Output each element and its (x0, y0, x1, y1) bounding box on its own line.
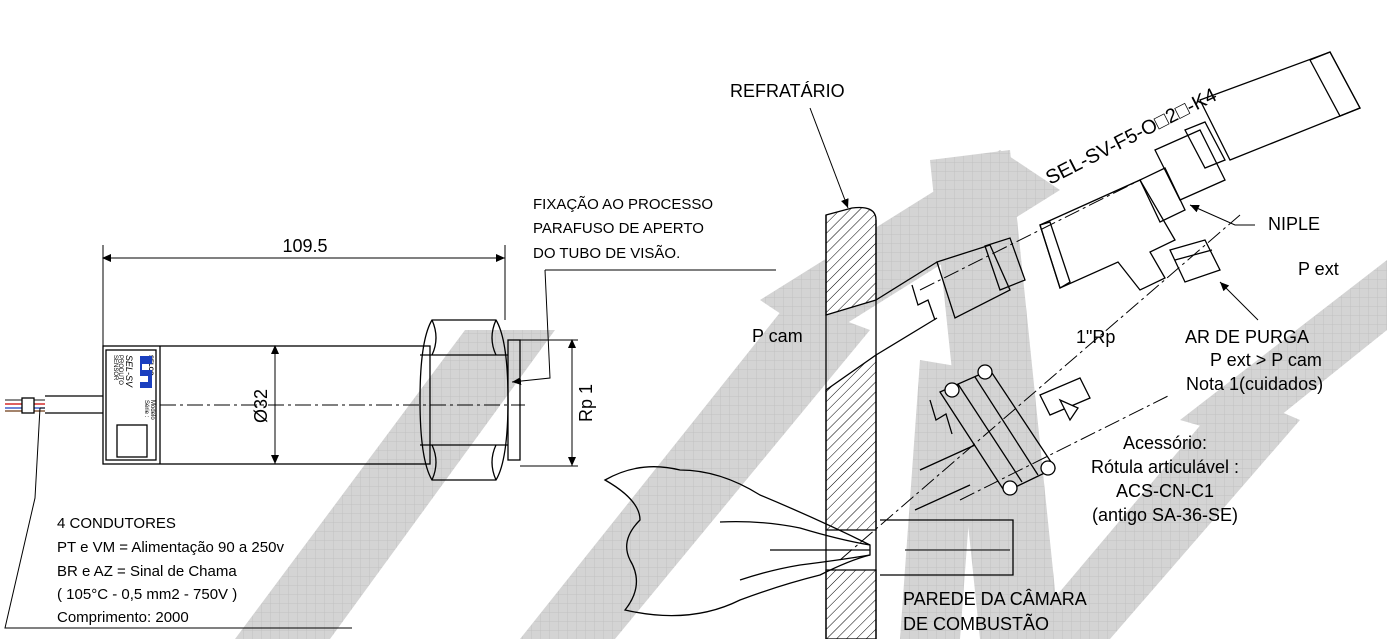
cable-note-line1: 4 CONDUTORES (57, 515, 176, 532)
purge-line3: Nota 1(cuidados) (1186, 374, 1323, 394)
swivel-accessory (939, 364, 1091, 496)
label-brand: SELCO (147, 355, 153, 376)
p-ext-label: P ext (1298, 259, 1339, 279)
y-fitting (1039, 179, 1176, 291)
installation-view (603, 51, 1361, 639)
rp-label: 1"Rp (1076, 327, 1115, 347)
cable-note-line4: ( 105°C - 0,5 mm2 - 750V ) (57, 586, 237, 603)
fixation-note-line3: DO TUBO DE VISÃO. (533, 245, 680, 262)
accessory-line1: Acessório: (1123, 433, 1207, 453)
wall-line1: PAREDE DA CÂMARA (903, 589, 1087, 609)
purge-line2: P ext > P cam (1210, 350, 1322, 370)
label-line1: PRODUTO (117, 355, 123, 385)
cable (5, 395, 103, 414)
sensor-tube (1199, 51, 1361, 161)
wall-line2: DE COMBUSTÃO (903, 613, 1049, 634)
accessory-line2: Rótula articulável : (1091, 457, 1239, 477)
sensor-side-view (4, 245, 776, 629)
purge-note: AR DE PURGA P ext > P cam Nota 1(cuidado… (1185, 327, 1323, 394)
label-model: SEL-SV (124, 355, 134, 388)
selco-logo-mark (140, 356, 152, 388)
wall-note: PAREDE DA CÂMARA DE COMBUSTÃO (903, 589, 1087, 634)
diameter-dimension: Ø32 (251, 389, 271, 423)
cable-note-line2: PT e VM = Alimentação 90 a 250v (57, 539, 284, 556)
niple-label: NIPLE (1268, 214, 1320, 234)
flame (603, 466, 871, 617)
cable-note-line5: Comprimento: 2000 (57, 609, 189, 626)
cable-note-line3: BR e AZ = Sinal de Chama (57, 563, 237, 580)
accessory-line4: (antigo SA-36-SE) (1092, 505, 1238, 525)
model-code: SEL-SV-F5-O□2□-K4 (1042, 84, 1220, 189)
watermark-logo (235, 150, 1387, 639)
product-label-text: SELCO PRODUTO SENSOR SEL-SV Modelo Série… (112, 355, 155, 420)
purge-plug (1169, 239, 1221, 283)
fixation-note: FIXAÇÃO AO PROCESSO PARAFUSO DE APERTO D… (533, 196, 713, 262)
accessory-line3: ACS-CN-C1 (1116, 481, 1214, 501)
length-dimension: 109.5 (282, 236, 327, 256)
cable-note: 4 CONDUTORES PT e VM = Alimentação 90 a … (57, 515, 284, 626)
fixation-note-line2: PARAFUSO DE APERTO (533, 220, 704, 237)
refractory-wall (825, 206, 877, 316)
label-modelo: Modelo (149, 400, 155, 420)
accessory-note: Acessório: Rótula articulável : ACS-CN-C… (1091, 433, 1239, 525)
product-label (105, 349, 157, 461)
combustion-chamber (880, 519, 1014, 576)
label-line2: SENSOR (112, 355, 118, 381)
thread-dimension: Rp 1 (576, 384, 596, 422)
p-cam-label: P cam (752, 326, 803, 346)
refractory-label: REFRATÁRIO (730, 81, 845, 101)
label-serie: Série : (143, 400, 149, 418)
thread-end (507, 339, 521, 461)
purge-line1: AR DE PURGA (1185, 327, 1309, 347)
fixation-note-line1: FIXAÇÃO AO PROCESSO (533, 196, 713, 213)
